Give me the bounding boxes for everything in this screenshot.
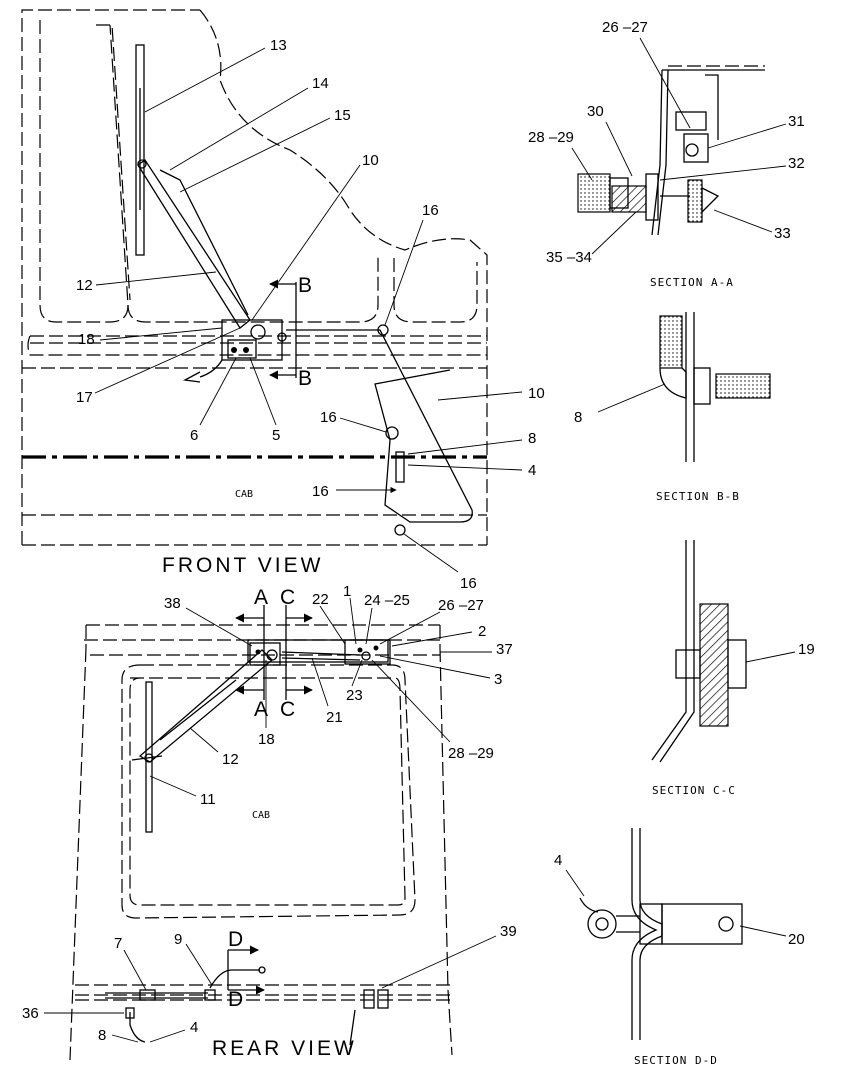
callout-17: 17 (76, 389, 93, 406)
callout-16-bottom: 16 (460, 575, 477, 592)
callout-r23: 23 (346, 687, 363, 704)
callout-r7: 7 (114, 935, 122, 952)
callout-r38: 38 (164, 595, 181, 612)
callout-16-mid: 16 (312, 483, 329, 500)
callout-14: 14 (312, 75, 329, 92)
section-a-title: SECTION A-A (650, 276, 734, 289)
callout-r4: 4 (190, 1019, 198, 1036)
section-b-b: 8 SECTION B-B (574, 312, 771, 503)
rear-view-title: REAR VIEW (212, 1037, 357, 1060)
callout-18: 18 (78, 331, 95, 348)
section-d-top-marker: D (228, 928, 246, 951)
callout-5: 5 (272, 427, 280, 444)
callout-r28-29: 28 –29 (448, 745, 494, 762)
callout-r9: 9 (174, 931, 182, 948)
front-cab-label: CAB (235, 489, 253, 500)
callout-13: 13 (270, 37, 287, 54)
callout-r3: 3 (494, 671, 502, 688)
sec-c-callout-19: 19 (798, 641, 815, 658)
wiper-blade (135, 44, 145, 256)
callout-r1: 1 (343, 583, 351, 600)
callout-r18: 18 (258, 731, 275, 748)
callout-r39: 39 (500, 923, 517, 940)
section-d-bottom-marker: D (228, 988, 246, 1011)
sec-a-callout-28-29: 28 –29 (528, 129, 574, 146)
section-b-top-marker: B (298, 274, 315, 297)
callout-16-top: 16 (422, 202, 439, 219)
rear-cab-label: CAB (252, 810, 270, 821)
callout-6: 6 (190, 427, 198, 444)
section-c-bottom-marker: C (280, 698, 298, 721)
sec-b-callout-8: 8 (574, 409, 582, 426)
sec-a-callout-30: 30 (587, 103, 604, 120)
callout-15: 15 (334, 107, 351, 124)
section-c-title: SECTION C-C (652, 784, 736, 797)
callout-r36: 36 (22, 1005, 39, 1022)
sec-d-callout-20: 20 (788, 931, 805, 948)
section-c-c: 19 SECTION C-C (651, 540, 815, 797)
callout-8: 8 (528, 430, 536, 447)
front-view: B B CAB FRONT VIEW 13 14 15 10 16 12 18 … (21, 9, 545, 592)
callout-r11: 11 (200, 791, 216, 808)
sec-d-callout-4: 4 (554, 852, 562, 869)
callout-4: 4 (528, 462, 536, 479)
callout-12: 12 (76, 277, 93, 294)
callout-r37: 37 (496, 641, 513, 658)
section-d-d: 4 20 SECTION D-D (554, 828, 805, 1067)
section-b-bottom-marker: B (298, 367, 315, 390)
callout-10-right: 10 (528, 385, 545, 402)
section-c-top-marker: C (280, 586, 298, 609)
sec-a-callout-26-27: 26 –27 (602, 19, 648, 36)
callout-r21: 21 (326, 709, 343, 726)
callout-r2: 2 (478, 623, 486, 640)
sec-a-callout-35-34: 35 –34 (546, 249, 592, 266)
sec-a-callout-33: 33 (774, 225, 791, 242)
rear-view: A A C C D D CAB REAR VIEW 38 22 1 24 –25… (22, 583, 517, 1061)
sec-a-callout-32: 32 (788, 155, 805, 172)
section-a-top-marker: A (254, 586, 271, 609)
callout-r24-25: 24 –25 (364, 592, 410, 609)
callout-r12: 12 (222, 751, 239, 768)
rear-wiper-arm (138, 649, 273, 763)
sec-a-callout-31: 31 (788, 113, 805, 130)
callout-10-top: 10 (362, 152, 379, 169)
section-d-title: SECTION D-D (634, 1054, 718, 1067)
callout-r22: 22 (312, 591, 329, 608)
callout-r26-27: 26 –27 (438, 597, 484, 614)
rear-motor-plate (247, 639, 389, 663)
section-a-bottom-marker: A (254, 698, 271, 721)
callout-16-left: 16 (320, 409, 337, 426)
washer-hose (286, 329, 473, 523)
section-a-a: 26 –27 30 28 –29 31 32 33 35 –34 SECTION… (528, 19, 805, 289)
section-b-title: SECTION B-B (656, 490, 740, 503)
callout-r8: 8 (98, 1027, 106, 1044)
front-view-title: FRONT VIEW (162, 554, 323, 577)
